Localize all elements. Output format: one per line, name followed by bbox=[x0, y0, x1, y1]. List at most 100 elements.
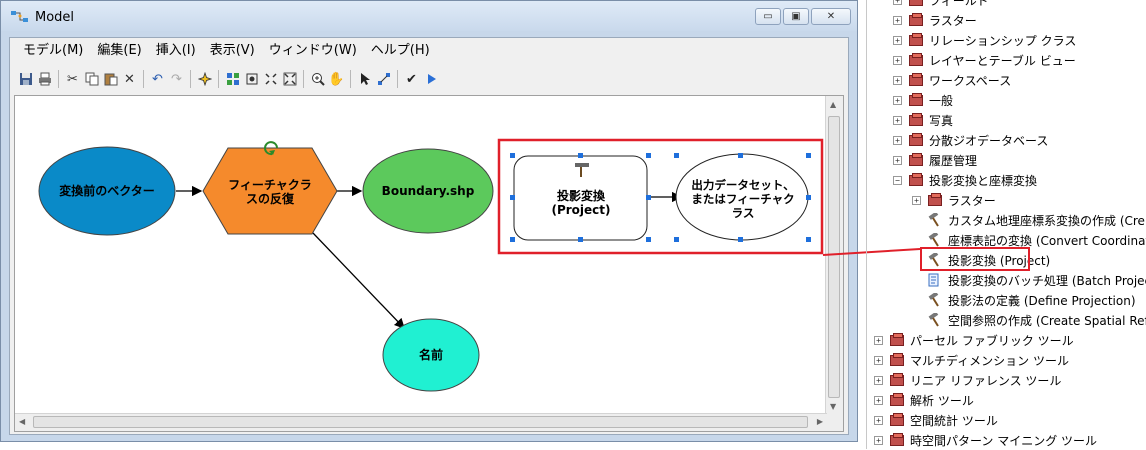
expand-icon[interactable]: + bbox=[893, 0, 902, 5]
boundary-node[interactable] bbox=[362, 148, 494, 234]
expand-icon[interactable]: + bbox=[893, 95, 902, 105]
tree-item[interactable]: +リレーションシップ クラス bbox=[893, 30, 1076, 50]
connect-icon[interactable] bbox=[374, 69, 393, 89]
tree-item[interactable]: −投影変換と座標変換 bbox=[893, 170, 1037, 190]
tree-item[interactable]: 投影変換のバッチ処理 (Batch Projec bbox=[912, 270, 1146, 290]
tree-item[interactable]: +時空間パターン マイニング ツール bbox=[874, 430, 1097, 450]
undo-icon[interactable]: ↶ bbox=[152, 71, 163, 87]
selection-handle[interactable] bbox=[646, 153, 651, 158]
tree-item[interactable]: +ワークスペース bbox=[893, 70, 1011, 90]
horizontal-scroll-thumb[interactable] bbox=[33, 416, 808, 428]
tree-item[interactable]: +分散ジオデータベース bbox=[893, 130, 1048, 150]
selection-handle[interactable] bbox=[646, 195, 651, 200]
scroll-up-arrow-icon[interactable]: ▲ bbox=[830, 100, 837, 109]
cut-icon[interactable]: ✂ bbox=[67, 71, 78, 87]
scroll-down-arrow-icon[interactable]: ▼ bbox=[830, 402, 837, 411]
menu-window[interactable]: ウィンドウ(W) bbox=[268, 43, 357, 58]
selection-handle[interactable] bbox=[806, 153, 811, 158]
tree-item[interactable]: + 写真 bbox=[893, 110, 953, 130]
maximize-button[interactable]: ▣ bbox=[783, 8, 809, 25]
selection-handle[interactable] bbox=[806, 237, 811, 242]
selection-handle[interactable] bbox=[674, 153, 679, 158]
expand-icon[interactable]: + bbox=[893, 35, 902, 45]
expand-icon[interactable]: + bbox=[874, 355, 883, 365]
iterator-node[interactable] bbox=[202, 147, 338, 235]
selection-handle[interactable] bbox=[510, 153, 515, 158]
menu-model[interactable]: モデル(M) bbox=[23, 43, 84, 58]
expand-icon[interactable]: + bbox=[893, 135, 902, 145]
menu-view[interactable]: 表示(V) bbox=[209, 43, 255, 58]
close-button[interactable]: ✕ bbox=[811, 8, 851, 25]
delete-icon[interactable]: ✕ bbox=[124, 71, 135, 87]
tree-item[interactable]: +ラスター bbox=[912, 190, 996, 210]
tree-item-label: 写真 bbox=[929, 113, 954, 128]
redo-icon[interactable]: ↷ bbox=[171, 71, 182, 87]
select-icon[interactable] bbox=[355, 69, 374, 89]
save-icon[interactable] bbox=[16, 69, 35, 89]
copy-icon[interactable] bbox=[82, 69, 101, 89]
name-node[interactable] bbox=[382, 318, 480, 392]
expand-icon[interactable]: + bbox=[874, 415, 883, 425]
print-icon[interactable] bbox=[35, 69, 54, 89]
vertical-scrollbar[interactable]: ▲ ▼ bbox=[825, 96, 843, 415]
paste-icon[interactable] bbox=[101, 69, 120, 89]
run-icon[interactable] bbox=[421, 69, 440, 89]
selection-handle[interactable] bbox=[646, 237, 651, 242]
selection-handle[interactable] bbox=[510, 195, 515, 200]
expand-icon[interactable]: + bbox=[874, 335, 883, 345]
tree-item[interactable]: +レイヤーとテーブル ビュー bbox=[893, 50, 1076, 70]
validate-icon[interactable]: ✔ bbox=[406, 71, 417, 87]
tree-item[interactable]: +履歴管理 bbox=[893, 150, 977, 170]
selection-handle[interactable] bbox=[738, 237, 743, 242]
expand-icon[interactable]: + bbox=[893, 55, 902, 65]
expand-icon[interactable]: + bbox=[893, 155, 902, 165]
tree-item[interactable]: 座標表記の変換 (Convert Coordinat bbox=[912, 230, 1146, 250]
add-data-icon[interactable] bbox=[195, 69, 214, 89]
selection-handle[interactable] bbox=[738, 153, 743, 158]
expand-icon[interactable]: + bbox=[874, 395, 883, 405]
scroll-right-arrow-icon[interactable]: ▶ bbox=[816, 417, 823, 426]
tree-item[interactable]: カスタム地理座標系変換の作成 (Cre bbox=[912, 210, 1145, 230]
model-canvas[interactable]: 変換前のベクター フィーチャクラスの反復 Boundary.shp 名前 投影変… bbox=[14, 95, 844, 432]
expand-icon[interactable]: + bbox=[893, 75, 902, 85]
menu-insert[interactable]: 挿入(I) bbox=[155, 43, 196, 58]
expand-icon[interactable]: + bbox=[893, 115, 902, 125]
tree-item[interactable]: +マルチディメンション ツール bbox=[874, 350, 1069, 370]
expand-icon[interactable]: + bbox=[912, 195, 921, 205]
tree-item[interactable]: +空間統計 ツール bbox=[874, 410, 998, 430]
auto-layout-icon[interactable] bbox=[223, 69, 242, 89]
input-vector-node[interactable] bbox=[38, 146, 176, 236]
tree-item[interactable]: +ラスター bbox=[893, 10, 977, 30]
toolbox-icon bbox=[908, 33, 925, 47]
vertical-scroll-thumb[interactable] bbox=[828, 116, 840, 398]
tree-item[interactable]: 投影変換 (Project) bbox=[912, 250, 1050, 270]
expand-icon[interactable]: + bbox=[893, 15, 902, 25]
title-bar[interactable]: Model ▭ ▣ ✕ bbox=[1, 1, 857, 31]
minimize-button[interactable]: ▭ bbox=[755, 8, 781, 25]
collapse-icon[interactable]: − bbox=[893, 175, 902, 185]
zoom-in-icon[interactable] bbox=[308, 69, 327, 89]
tree-item[interactable]: +一般 bbox=[893, 90, 953, 110]
selection-handle[interactable] bbox=[674, 237, 679, 242]
tree-item[interactable]: +パーセル ファブリック ツール bbox=[874, 330, 1074, 350]
horizontal-scrollbar[interactable]: ◀ ▶ bbox=[15, 413, 827, 431]
selection-handle[interactable] bbox=[510, 237, 515, 242]
pan-icon[interactable]: ✋ bbox=[328, 71, 345, 87]
model-app-icon bbox=[11, 11, 28, 22]
selection-handle[interactable] bbox=[578, 237, 583, 242]
scroll-left-arrow-icon[interactable]: ◀ bbox=[19, 417, 26, 426]
zoom-out-fixed-icon[interactable] bbox=[280, 69, 299, 89]
tree-item[interactable]: 投影法の定義 (Define Projection) bbox=[912, 290, 1136, 310]
expand-icon[interactable]: + bbox=[874, 435, 883, 445]
selection-handle[interactable] bbox=[806, 195, 811, 200]
menu-help[interactable]: ヘルプ(H) bbox=[370, 43, 430, 58]
zoom-in-fixed-icon[interactable] bbox=[261, 69, 280, 89]
tree-item[interactable]: +リニア リファレンス ツール bbox=[874, 370, 1061, 390]
selection-handle[interactable] bbox=[578, 153, 583, 158]
tree-item[interactable]: 空間参照の作成 (Create Spatial Ref bbox=[912, 310, 1146, 330]
menu-edit[interactable]: 編集(E) bbox=[97, 43, 142, 58]
tree-item[interactable]: +フィールド bbox=[893, 0, 989, 10]
full-extent-icon[interactable] bbox=[242, 69, 261, 89]
expand-icon[interactable]: + bbox=[874, 375, 883, 385]
tree-item[interactable]: +解析 ツール bbox=[874, 390, 974, 410]
